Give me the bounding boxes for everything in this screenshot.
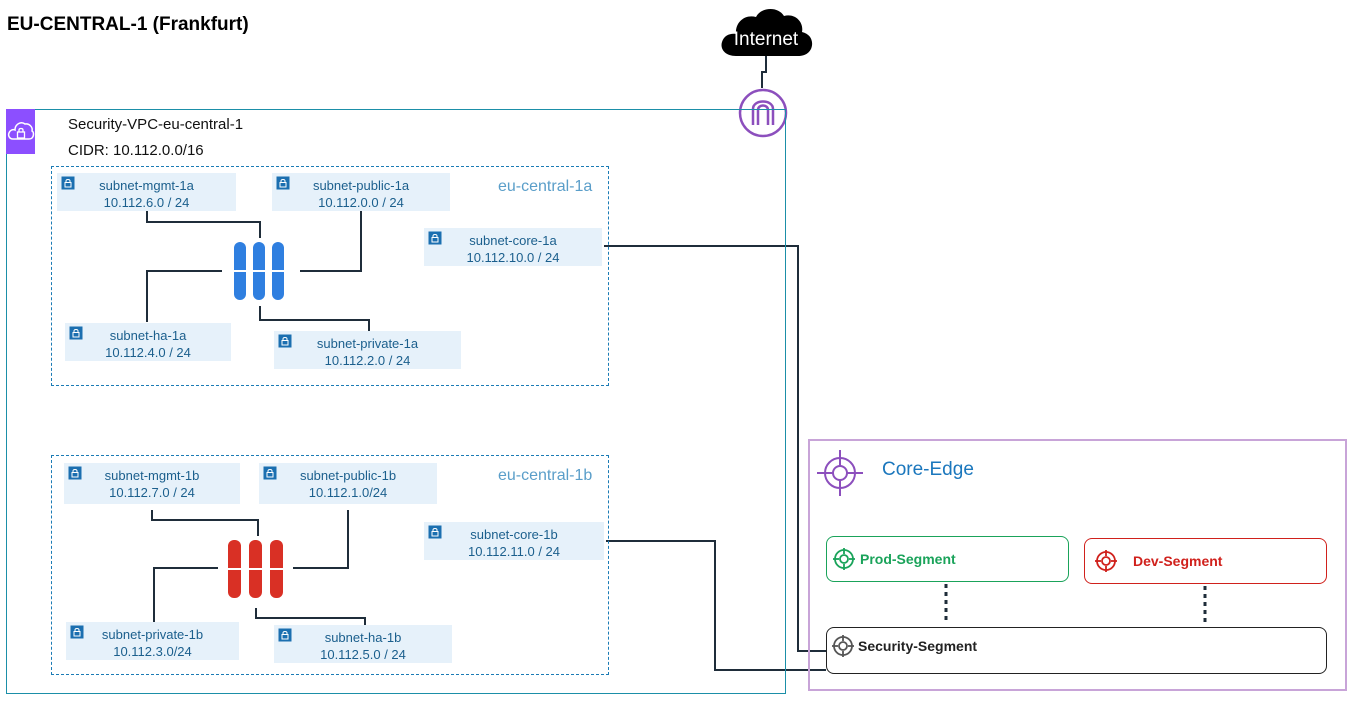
security-segment: Security-Segment: [826, 627, 1327, 674]
lock-icon: [428, 231, 442, 245]
lock-icon: [428, 525, 442, 539]
subnet-name: subnet-private-1b: [101, 627, 204, 642]
vpc-cidr: CIDR: 10.112.0.0/16: [68, 142, 204, 159]
subnet-name: subnet-core-1b: [470, 527, 558, 542]
dev-segment-label: Dev-Segment: [1133, 553, 1223, 569]
subnet-name: subnet-core-1a: [469, 233, 557, 248]
subnet-private-1b: subnet-private-1b 10.112.3.0/24: [66, 622, 239, 660]
subnet-name: subnet-mgmt-1b: [104, 468, 200, 483]
core-network-edge-icon: [817, 450, 863, 496]
subnet-cidr: 10.112.1.0/24: [308, 485, 388, 500]
lock-icon: [263, 466, 277, 480]
subnet-cidr: 10.112.11.0 / 24: [467, 544, 561, 559]
subnet-name: subnet-ha-1b: [324, 630, 402, 645]
vpc-cloud-lock-icon: [7, 122, 35, 140]
internet-igw-line: [761, 56, 767, 88]
subnet-private-1a: subnet-private-1a 10.112.2.0 / 24: [274, 331, 461, 369]
internet-gateway-icon: [738, 88, 788, 138]
segment-icon: [832, 635, 854, 657]
vpc-container: [6, 109, 786, 694]
az-eu-central-1b: [51, 455, 609, 675]
lock-icon: [61, 176, 75, 190]
lock-icon: [278, 628, 292, 642]
segment-icon: [833, 548, 855, 570]
vpc-badge: [6, 109, 35, 154]
cloud-icon: [721, 8, 813, 56]
az-label-1b: eu-central-1b: [498, 467, 593, 484]
subnet-public-1b: subnet-public-1b 10.112.1.0/24: [259, 463, 437, 504]
lock-icon: [69, 326, 83, 340]
segment-icon: [1095, 550, 1117, 572]
core-edge-container: [808, 439, 1347, 691]
firewall-cluster-icon: [228, 540, 283, 598]
subnet-cidr: 10.112.4.0 / 24: [105, 345, 191, 360]
subnet-ha-1a: subnet-ha-1a 10.112.4.0 / 24: [65, 323, 231, 361]
vpc-name: Security-VPC-eu-central-1: [68, 116, 244, 133]
subnet-cidr: 10.112.3.0/24: [113, 644, 192, 659]
subnet-cidr: 10.112.7.0 / 24: [109, 485, 195, 500]
subnet-cidr: 10.112.6.0 / 24: [103, 195, 190, 210]
subnet-name: subnet-public-1b: [299, 468, 397, 483]
core-edge-label: Core-Edge: [882, 459, 974, 480]
prod-segment-label: Prod-Segment: [860, 551, 956, 567]
subnet-name: subnet-public-1a: [312, 178, 410, 193]
subnet-mgmt-1a: subnet-mgmt-1a 10.112.6.0 / 24: [57, 173, 236, 211]
subnet-name: subnet-private-1a: [316, 336, 419, 351]
az-label-1a: eu-central-1a: [498, 178, 593, 195]
lock-icon: [278, 334, 292, 348]
subnet-cidr: 10.112.0.0 / 24: [318, 195, 404, 210]
subnet-mgmt-1b: subnet-mgmt-1b 10.112.7.0 / 24: [64, 463, 240, 504]
region-title: EU-CENTRAL-1 (Frankfurt): [7, 14, 249, 35]
lock-icon: [68, 466, 82, 480]
prod-segment: Prod-Segment: [826, 536, 1069, 582]
az-eu-central-1a: [51, 166, 609, 386]
subnet-core-1b: subnet-core-1b 10.112.11.0 / 24: [424, 522, 604, 560]
subnet-cidr: 10.112.2.0 / 24: [324, 353, 411, 368]
internet-label: Internet: [733, 29, 799, 50]
subnet-name: subnet-ha-1a: [109, 328, 187, 343]
firewall-cluster-icon: [234, 242, 284, 300]
subnet-cidr: 10.112.5.0 / 24: [320, 647, 406, 662]
lock-icon: [70, 625, 84, 639]
lock-icon: [276, 176, 290, 190]
subnet-ha-1b: subnet-ha-1b 10.112.5.0 / 24: [274, 625, 452, 663]
subnet-name: subnet-mgmt-1a: [99, 178, 194, 193]
subnet-public-1a: subnet-public-1a 10.112.0.0 / 24: [272, 173, 450, 211]
subnet-core-1a: subnet-core-1a 10.112.10.0 / 24: [424, 228, 602, 266]
internet-node: Internet: [718, 4, 814, 60]
dev-segment: Dev-Segment: [1084, 538, 1327, 584]
security-segment-label: Security-Segment: [858, 638, 978, 654]
subnet-cidr: 10.112.10.0 / 24: [466, 250, 560, 265]
